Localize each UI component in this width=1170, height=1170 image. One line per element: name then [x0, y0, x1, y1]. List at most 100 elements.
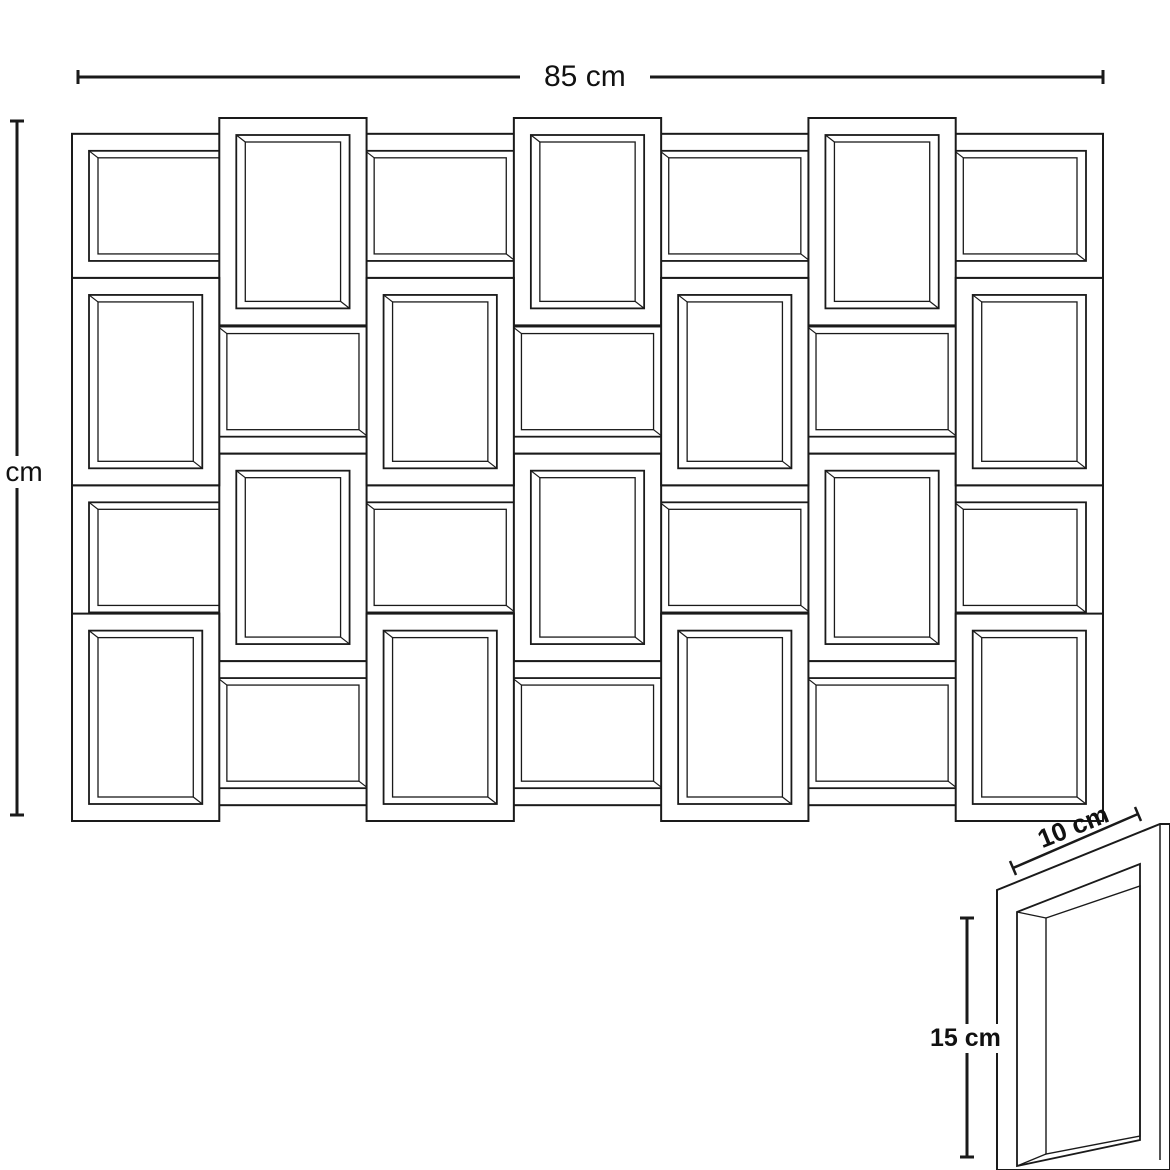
- frame-border: [660, 612, 810, 822]
- frame-inner-bevel: [962, 157, 1078, 255]
- photo-frame-8: [936, 484, 1105, 631]
- frame-border: [218, 452, 368, 663]
- bevel-corner: [487, 796, 498, 805]
- frame-inner-bevel: [244, 477, 342, 638]
- frame-border: [494, 308, 681, 455]
- frame-border: [71, 276, 221, 487]
- frame-inner-bevel: [391, 301, 489, 462]
- frame-border: [954, 276, 1105, 487]
- photo-frame-7: [641, 484, 828, 631]
- bevel-corner: [825, 134, 835, 143]
- photo-frame-15: [218, 117, 368, 327]
- overall-width-label: 85 cm: [520, 62, 650, 92]
- photo-frame-3: [641, 132, 828, 279]
- frame-opening: [971, 629, 1087, 805]
- bevel-corner: [530, 134, 541, 143]
- frame-opening: [677, 294, 793, 470]
- frame-inner-bevel: [244, 141, 342, 303]
- frame-inner-bevel: [226, 332, 360, 431]
- frame-inner-bevel: [97, 636, 194, 798]
- frame-border: [71, 612, 221, 822]
- frame-opening: [824, 469, 940, 645]
- frame-opening: [235, 469, 351, 645]
- bevel-corner: [235, 470, 246, 479]
- bevel-corner: [929, 300, 940, 309]
- photo-frame-22: [365, 276, 515, 487]
- bevel-corner: [235, 134, 246, 143]
- frame-border: [512, 452, 663, 663]
- photo-frame-27: [660, 612, 810, 822]
- bevel-corner: [192, 460, 203, 469]
- frame-inner-bevel: [373, 508, 507, 607]
- photo-frame-16: [512, 117, 663, 327]
- frame-border: [347, 484, 534, 631]
- bevel-corner: [340, 300, 350, 309]
- frame-border: [936, 132, 1105, 279]
- frame-width-tick: [1133, 806, 1143, 822]
- detail-frame-outline: [996, 823, 1170, 1170]
- frame-inner-bevel: [520, 684, 655, 782]
- bevel-corner: [972, 630, 983, 639]
- detail-frame-bevel: [1045, 885, 1141, 1155]
- bevel-corner: [634, 636, 645, 645]
- frame-inner-bevel: [520, 332, 655, 431]
- frame-inner-bevel: [668, 508, 802, 607]
- detail-bevel-corner: [1016, 911, 1047, 919]
- bevel-corner: [88, 630, 99, 639]
- photo-frame-21: [71, 276, 221, 487]
- frame-inner-bevel: [539, 141, 636, 303]
- frame-opening: [382, 629, 498, 805]
- photo-frame-17: [807, 117, 957, 327]
- photo-frame-10: [494, 308, 681, 455]
- photo-frame-12: [199, 660, 386, 807]
- bevel-corner: [972, 294, 983, 303]
- photo-frame-11: [789, 308, 976, 455]
- bevel-corner: [487, 460, 498, 469]
- bevel-corner: [192, 796, 203, 805]
- frame-border: [512, 117, 663, 327]
- photo-frame-23: [660, 276, 810, 487]
- frame-opening: [824, 134, 940, 310]
- bevel-corner: [1076, 460, 1087, 469]
- photo-frame-28: [954, 612, 1105, 822]
- frame-inner-bevel: [815, 332, 949, 431]
- frame-inner-bevel: [686, 301, 784, 462]
- frame-width-tick: [1008, 860, 1018, 876]
- frame-border: [954, 612, 1105, 822]
- photo-frame-9: [199, 308, 386, 455]
- frame-border: [199, 308, 386, 455]
- frame-inner-bevel: [97, 301, 194, 462]
- frame-inner-bevel: [833, 141, 931, 303]
- frame-opening: [529, 469, 646, 645]
- frame-border: [365, 612, 515, 822]
- frame-border: [789, 308, 976, 455]
- frame-border: [789, 660, 976, 807]
- photo-frame-20: [807, 452, 957, 663]
- photo-frame-13: [494, 660, 681, 807]
- photo-frame-18: [218, 452, 368, 663]
- bevel-corner: [383, 294, 393, 303]
- frame-opening: [88, 294, 204, 470]
- frame-border: [807, 452, 957, 663]
- photo-frame-26: [365, 612, 515, 822]
- photo-frame-25: [71, 612, 221, 822]
- bevel-corner: [1076, 604, 1087, 613]
- photo-frame-6: [347, 484, 534, 631]
- frame-opening: [88, 629, 204, 805]
- frame-border: [641, 484, 828, 631]
- bevel-corner: [1076, 253, 1087, 262]
- frame-inner-bevel: [815, 684, 949, 782]
- photo-frame-2: [347, 132, 534, 279]
- frame-border: [660, 276, 810, 487]
- bevel-corner: [88, 501, 99, 510]
- frame-inner-bevel: [833, 477, 931, 638]
- bevel-corner: [340, 636, 350, 645]
- frame-border: [347, 132, 534, 279]
- frame-inner-bevel: [226, 684, 360, 782]
- frame-opening: [677, 629, 793, 805]
- frame-border: [199, 660, 386, 807]
- frame-inner-bevel: [962, 508, 1078, 607]
- bevel-corner: [88, 150, 99, 159]
- overall-height-label: 8 cm: [0, 456, 49, 488]
- bevel-corner: [825, 470, 835, 479]
